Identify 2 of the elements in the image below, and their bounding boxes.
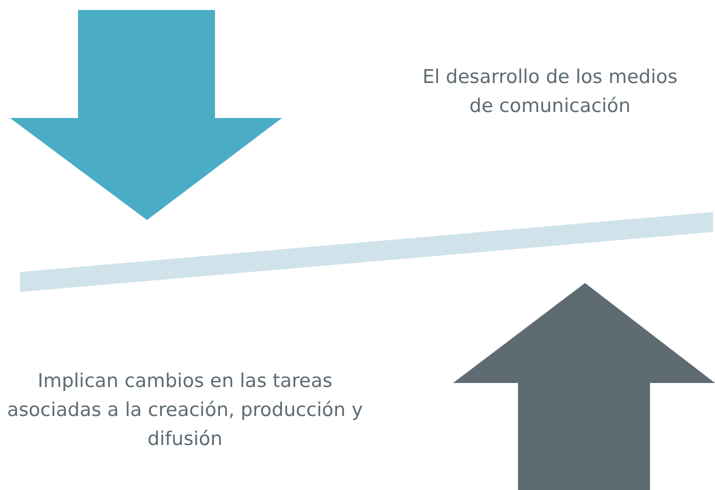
caption-text: Implican cambios en las tareas asociadas a la creación, producción y difusión xyxy=(6,369,364,452)
caption-text: El desarrollo de los medios de comunicación xyxy=(421,65,679,119)
